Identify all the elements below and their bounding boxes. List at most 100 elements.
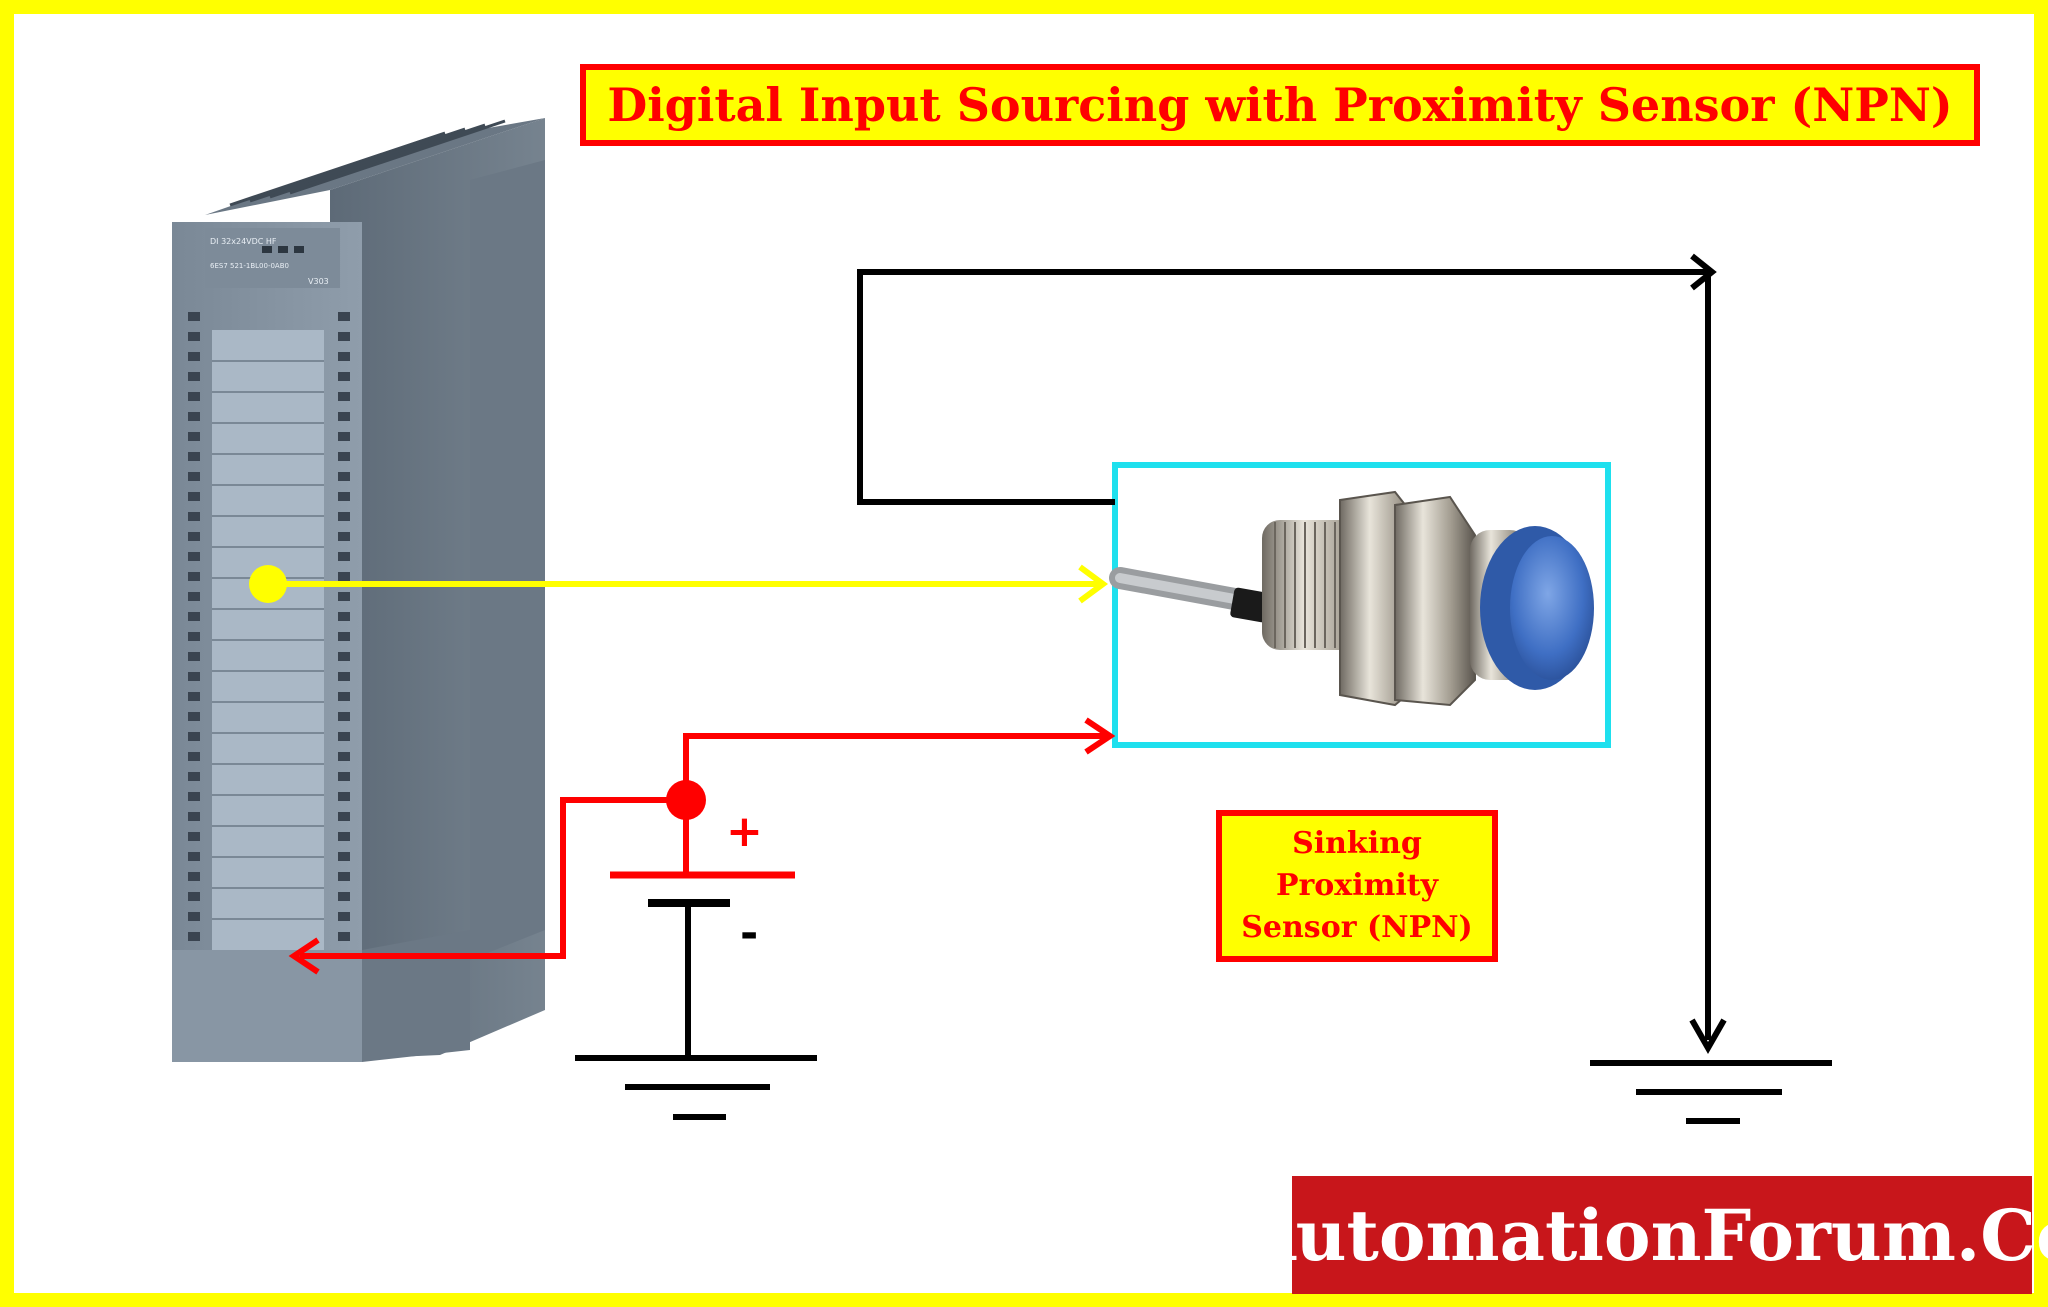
module-bottom-side <box>362 930 470 1062</box>
terminal-led <box>338 852 350 861</box>
sensor-label-text: Sinking Proximity Sensor (NPN) <box>1241 826 1473 945</box>
terminal-led <box>188 692 200 701</box>
terminal-led <box>188 772 200 781</box>
terminal-led <box>338 692 350 701</box>
module-label: DI 32x24VDC HF <box>210 237 277 246</box>
terminal-led <box>338 892 350 901</box>
terminal-led <box>188 652 200 661</box>
terminal-led <box>338 812 350 821</box>
terminal-led <box>188 432 200 441</box>
input-terminal-dot <box>249 565 287 603</box>
signal-wire <box>249 564 1109 604</box>
terminal-led <box>338 552 350 561</box>
terminal-led <box>188 572 200 581</box>
sensor-label: Sinking Proximity Sensor (NPN) <box>1216 810 1498 962</box>
terminal-led <box>188 912 200 921</box>
module-header <box>205 228 340 288</box>
module-code: 6ES7 521-1BL00-0AB0 <box>210 262 289 270</box>
supply-wire <box>288 717 1116 975</box>
status-led <box>294 246 304 253</box>
terminal-led <box>188 892 200 901</box>
terminal-led <box>188 332 200 341</box>
ground-wire <box>857 253 1727 1055</box>
terminal-led <box>188 312 200 321</box>
terminal-led <box>188 372 200 381</box>
battery-plus-sign: + <box>726 806 763 857</box>
terminal-led <box>188 552 200 561</box>
terminal-led <box>188 832 200 841</box>
ground-arrowhead-bottom <box>1689 1018 1727 1055</box>
status-led <box>278 246 288 253</box>
terminal-led <box>188 452 200 461</box>
terminal-led <box>188 412 200 421</box>
brand-logo: AutomationForum.Co <box>1241 1176 2048 1294</box>
terminal-led <box>338 652 350 661</box>
terminal-led <box>188 632 200 641</box>
terminal-led <box>338 472 350 481</box>
terminal-led <box>338 532 350 541</box>
ground-symbol-right <box>1590 1060 1832 1124</box>
terminal-led <box>188 672 200 681</box>
sensor-cap-face <box>1510 536 1594 680</box>
terminal-led <box>338 432 350 441</box>
label-strip-dividers <box>212 360 324 920</box>
terminal-led <box>188 872 200 881</box>
terminal-led <box>188 932 200 941</box>
terminal-led <box>338 732 350 741</box>
terminal-led <box>188 392 200 401</box>
terminal-led <box>338 492 350 501</box>
module-bottom-cover <box>172 950 362 1062</box>
terminal-led <box>188 792 200 801</box>
terminal-led <box>338 772 350 781</box>
terminal-led <box>338 392 350 401</box>
terminal-led <box>338 832 350 841</box>
diagram-title: Digital Input Sourcing with Proximity Se… <box>580 64 1980 146</box>
terminal-led <box>338 592 350 601</box>
left-terminal-leds <box>188 312 200 961</box>
terminal-led <box>338 672 350 681</box>
terminal-led <box>188 812 200 821</box>
terminal-led <box>338 632 350 641</box>
ground-symbol-left <box>575 1055 817 1120</box>
supply-arrowhead <box>1084 717 1116 755</box>
terminal-led <box>338 372 350 381</box>
signal-arrowhead <box>1078 564 1109 604</box>
terminal-led <box>188 712 200 721</box>
terminal-led <box>188 612 200 621</box>
terminal-led <box>338 912 350 921</box>
module-tag: V303 <box>308 277 329 286</box>
terminal-led <box>188 352 200 361</box>
terminal-led <box>188 492 200 501</box>
terminal-led <box>338 312 350 321</box>
battery-minus-sign: - <box>740 908 759 959</box>
sensor-hex-nut <box>1394 495 1476 707</box>
proximity-sensor-image <box>1109 490 1594 707</box>
battery-symbol <box>610 871 795 1058</box>
terminal-led <box>338 712 350 721</box>
plc-input-module: DI 32x24VDC HF 6ES7 521-1BL00-0AB0 V303 <box>172 118 545 1062</box>
sensor-cable-gland <box>1230 587 1270 623</box>
common-arrowhead <box>288 937 320 975</box>
terminal-led <box>338 412 350 421</box>
terminal-led <box>188 732 200 741</box>
terminal-led <box>188 472 200 481</box>
terminal-led <box>338 332 350 341</box>
status-led <box>262 246 272 253</box>
terminal-led <box>188 512 200 521</box>
ground-arrowhead-top <box>1690 253 1717 291</box>
terminal-led <box>338 752 350 761</box>
right-terminal-leds <box>338 312 350 961</box>
terminal-led <box>338 512 350 521</box>
terminal-led <box>188 852 200 861</box>
terminal-led <box>338 452 350 461</box>
terminal-led <box>338 792 350 801</box>
terminal-led <box>338 352 350 361</box>
terminal-led <box>338 872 350 881</box>
terminal-led <box>338 572 350 581</box>
terminal-led <box>188 752 200 761</box>
terminal-led <box>338 932 350 941</box>
module-rail-edge <box>470 160 545 960</box>
terminal-led <box>338 612 350 621</box>
terminal-led <box>188 532 200 541</box>
